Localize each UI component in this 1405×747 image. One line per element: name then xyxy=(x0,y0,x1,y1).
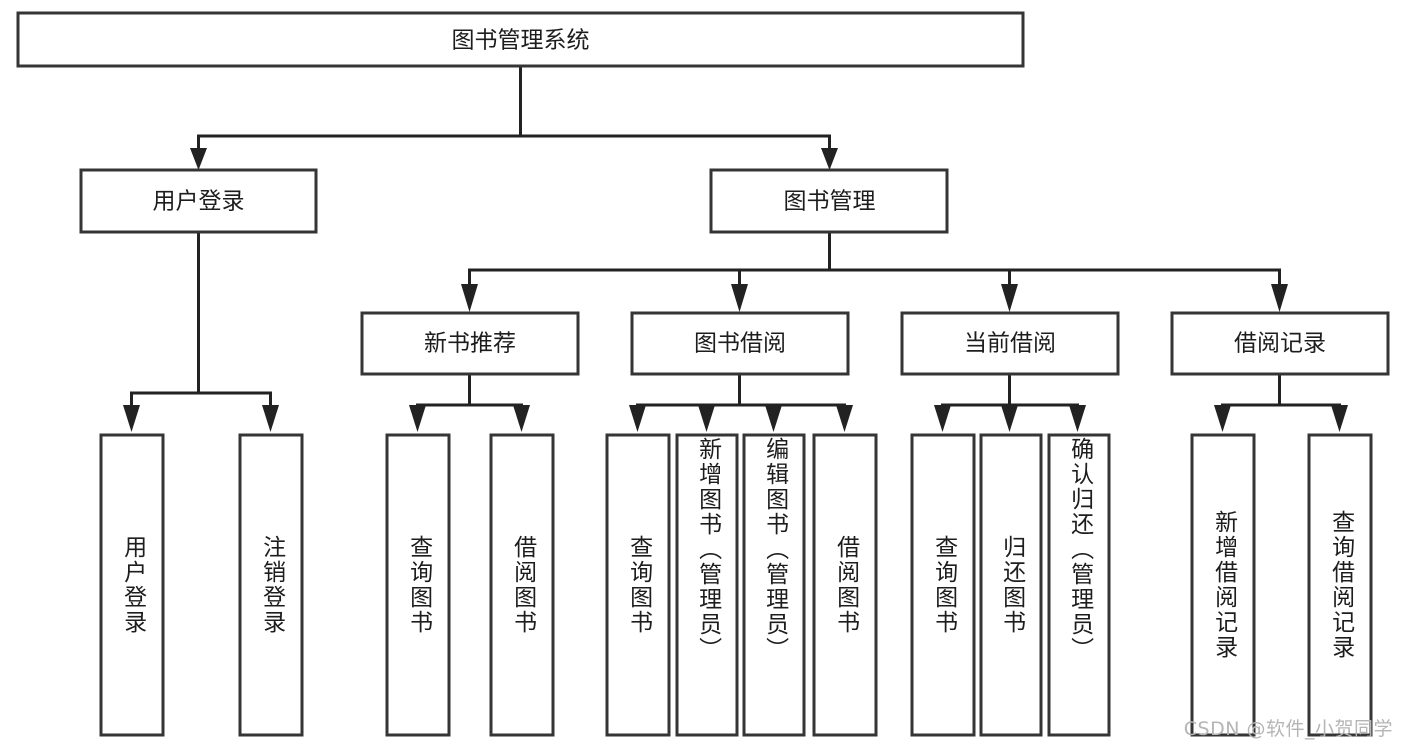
node-label-current-borrow: 当前借阅 xyxy=(964,331,1056,357)
arrow-head-leaf-current-return xyxy=(1001,405,1018,432)
arrow-head-leaf-record-query xyxy=(1331,405,1348,432)
arrow-head-current-borrow xyxy=(1001,284,1018,312)
node-box-borrow-record[interactable] xyxy=(1170,311,1390,376)
arrow-head-leaf-user-login xyxy=(123,405,140,432)
node-box-leaf-record-query[interactable] xyxy=(1307,433,1373,737)
arrow-head-book-borrow xyxy=(731,284,748,312)
arrow-head-leaf-record-add xyxy=(1214,405,1231,432)
node-box-current-borrow[interactable] xyxy=(900,311,1120,376)
node-box-leaf-current-confirm[interactable] xyxy=(1047,433,1111,737)
node-box-leaf-user-logout[interactable] xyxy=(238,433,304,737)
node-box-leaf-borrow-query[interactable] xyxy=(605,433,671,737)
connector-group-book-borrow xyxy=(629,372,853,432)
arrow-head-book-manage xyxy=(821,148,838,170)
arrow-head-user-login xyxy=(190,148,207,170)
node-box-leaf-borrow-add[interactable] xyxy=(675,433,739,737)
node-label-book-manage: 图书管理 xyxy=(784,189,876,215)
arrow-head-leaf-borrow-do xyxy=(836,405,853,432)
node-box-book-borrow[interactable] xyxy=(630,311,850,376)
node-box-leaf-current-query[interactable] xyxy=(910,433,976,737)
arrow-head-leaf-borrow-query xyxy=(629,405,646,432)
connector-group-root xyxy=(190,64,838,170)
node-box-leaf-rec-query[interactable] xyxy=(385,433,451,737)
connector-group-user-login xyxy=(123,230,279,432)
arrow-head-new-book-rec xyxy=(461,284,478,312)
connector-group-new-book-rec xyxy=(409,372,530,432)
node-label-user-login: 用户登录 xyxy=(153,189,245,215)
connector-group-current-borrow xyxy=(934,372,1086,432)
node-box-leaf-borrow-do[interactable] xyxy=(812,433,878,737)
node-box-leaf-rec-borrow[interactable] xyxy=(489,433,555,737)
node-box-new-book-rec[interactable] xyxy=(360,311,580,376)
connector-group-borrow-record xyxy=(1214,372,1348,432)
node-box-leaf-current-return[interactable] xyxy=(979,433,1043,737)
node-label-root: 图书管理系统 xyxy=(452,28,590,54)
csdn-watermark: CSDN @软件_小贺同学 xyxy=(1183,718,1393,740)
node-box-leaf-user-login[interactable] xyxy=(99,433,165,737)
arrow-head-borrow-record xyxy=(1271,284,1288,312)
node-label-book-borrow: 图书借阅 xyxy=(694,331,786,357)
arrow-head-leaf-user-logout xyxy=(262,405,279,432)
node-box-leaf-record-add[interactable] xyxy=(1190,433,1256,737)
node-box-user-login[interactable] xyxy=(79,168,318,234)
node-box-book-manage[interactable] xyxy=(709,168,949,234)
arrow-head-leaf-borrow-add xyxy=(698,405,715,432)
node-label-new-book-rec: 新书推荐 xyxy=(424,331,516,357)
node-box-root[interactable] xyxy=(16,11,1025,68)
arrow-head-leaf-borrow-edit xyxy=(765,405,782,432)
connector-group-book-manage xyxy=(461,230,1288,312)
arrow-head-leaf-rec-borrow xyxy=(513,405,530,432)
arrow-head-leaf-current-confirm xyxy=(1069,405,1086,432)
node-label-borrow-record: 借阅记录 xyxy=(1234,331,1326,357)
arrow-head-leaf-current-query xyxy=(934,405,951,432)
arrow-head-leaf-rec-query xyxy=(409,405,426,432)
node-box-leaf-borrow-edit[interactable] xyxy=(742,433,806,737)
